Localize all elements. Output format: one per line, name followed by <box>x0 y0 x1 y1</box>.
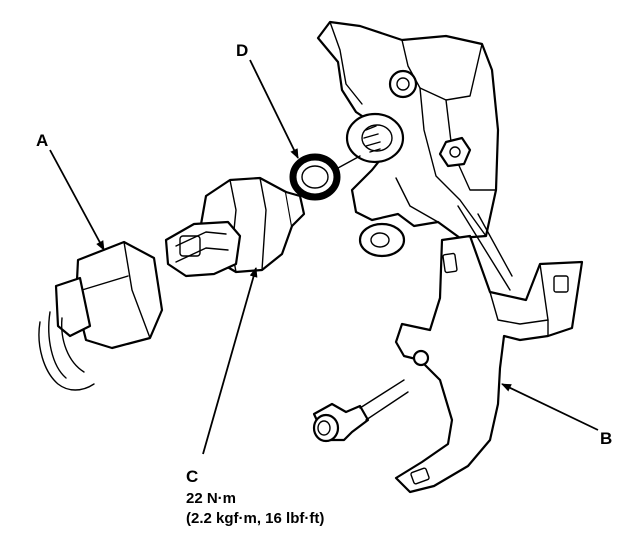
leader-line-a <box>49 149 105 251</box>
leader-line-b <box>501 383 599 431</box>
leader-line-d <box>249 59 299 159</box>
housing-casting <box>316 20 513 291</box>
callout-d: D <box>236 41 248 60</box>
torque-spec-alt-units: (2.2 kgf·m, 16 lbf·ft) <box>186 510 324 527</box>
sealing-washer <box>289 153 361 201</box>
pressure-switch <box>164 176 306 278</box>
callout-c: C <box>186 467 198 486</box>
callout-b: B <box>600 429 612 448</box>
leader-line-c <box>202 267 258 455</box>
harness-connector <box>38 240 164 391</box>
callout-a: A <box>36 131 48 150</box>
torque-spec-nm: 22 N·m <box>186 490 236 507</box>
flange-bolt <box>312 379 409 443</box>
mounting-bracket <box>394 234 584 494</box>
